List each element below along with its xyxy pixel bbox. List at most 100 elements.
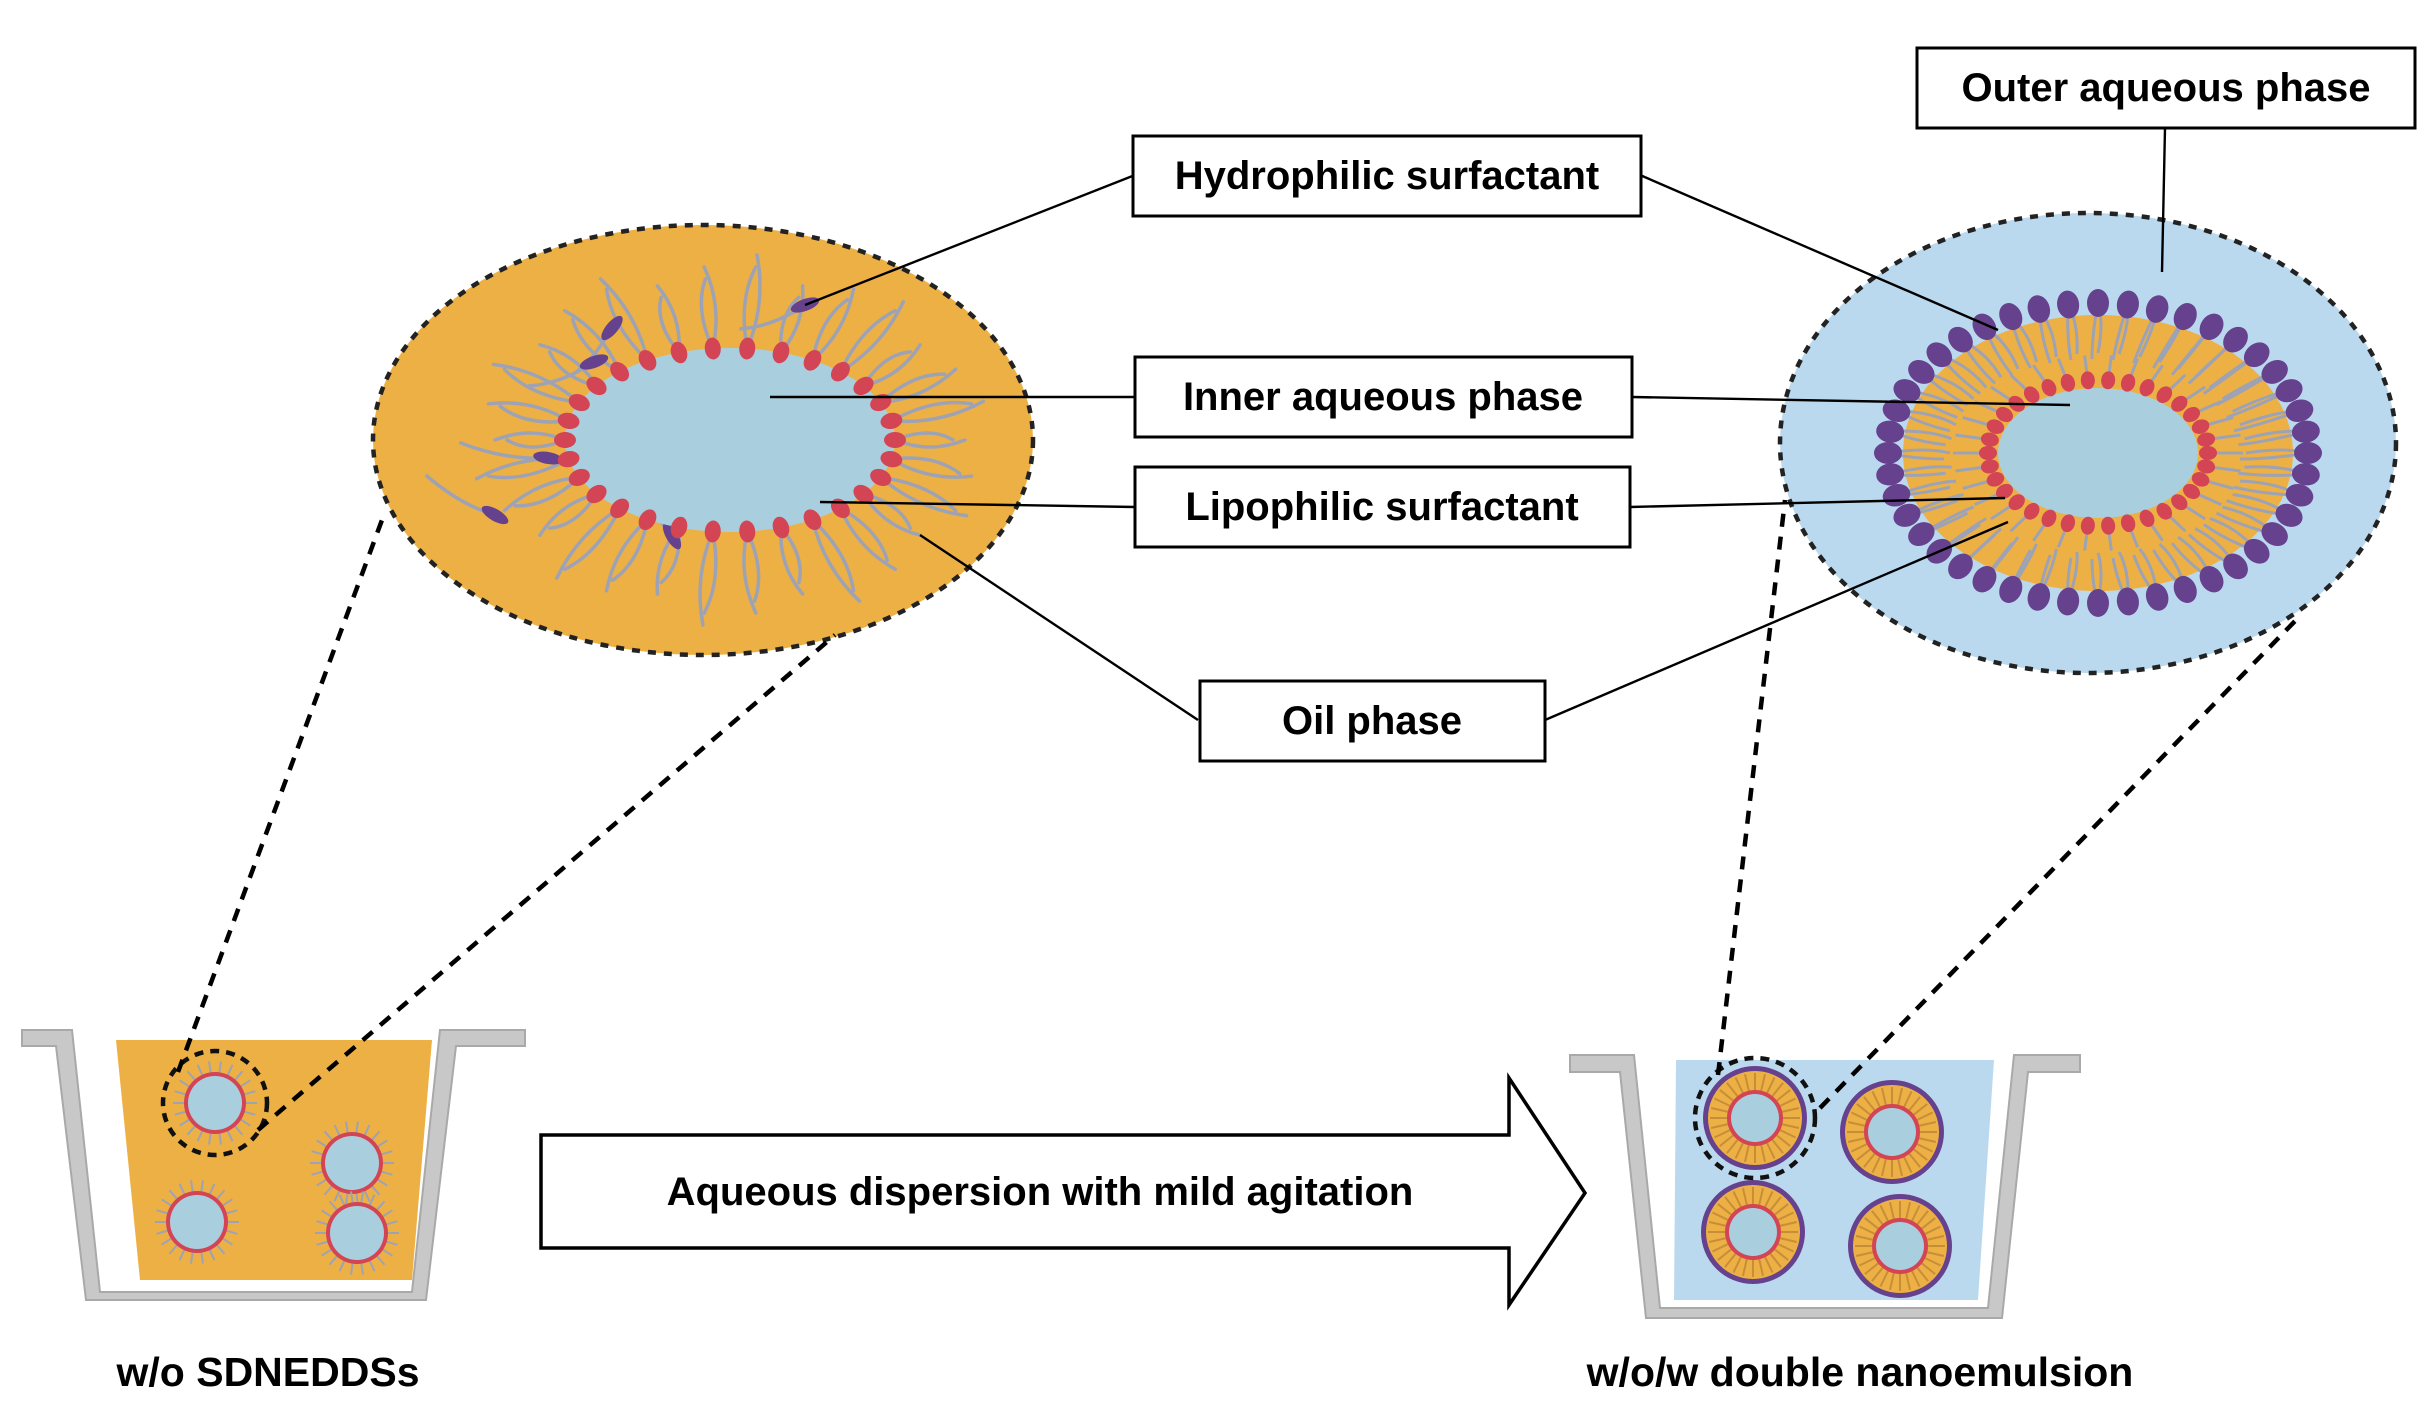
tail	[316, 1220, 329, 1226]
lipophilic-head	[772, 516, 790, 539]
lipophilic-heads	[554, 337, 906, 543]
tail	[380, 1170, 393, 1176]
lipophilic-head	[803, 349, 822, 371]
lipophilic-head	[2101, 516, 2116, 535]
tail	[174, 1110, 187, 1116]
tail	[1710, 1123, 1728, 1129]
lipophilic-head	[2120, 373, 2136, 392]
tail	[323, 1185, 334, 1196]
tail	[1847, 1137, 1865, 1143]
hydrophilic-head	[1908, 522, 1935, 547]
lipophilic-head	[830, 361, 850, 382]
tail	[208, 1183, 216, 1196]
tail	[243, 1110, 256, 1116]
right-container	[1569, 1054, 2081, 1319]
arrow-shape	[539, 1072, 1588, 1311]
tail	[1777, 1211, 1794, 1221]
tail	[1760, 1073, 1766, 1091]
wow-droplet	[1701, 1180, 1805, 1284]
hydrophilic-head	[601, 315, 623, 341]
tail	[1717, 1248, 1732, 1261]
tail	[1889, 1201, 1895, 1219]
zoom-line	[256, 633, 837, 1132]
tail	[1871, 1210, 1884, 1225]
lipophilic-head	[1979, 446, 1997, 460]
lipophilic-head	[2023, 502, 2040, 520]
tail	[218, 1061, 222, 1074]
lipophilic-head	[2183, 483, 2201, 500]
tail	[345, 1121, 349, 1134]
leader-outer-aqueous	[2160, 127, 2167, 273]
tail	[1927, 1235, 1945, 1241]
tail	[1714, 1129, 1731, 1139]
hydrophilic-head	[2145, 583, 2169, 611]
hydrophilic-head	[2027, 295, 2051, 323]
tail	[1766, 1142, 1776, 1159]
tail	[1732, 1256, 1742, 1273]
tail	[1776, 1134, 1791, 1147]
tail	[368, 1259, 376, 1272]
lipophilic-head	[1995, 406, 2013, 423]
tail	[1744, 1145, 1750, 1163]
lipophilic-head	[704, 520, 721, 543]
lipophilic-head	[880, 412, 903, 430]
tail	[1774, 1203, 1789, 1216]
hydrophilic-head	[2291, 463, 2320, 486]
tail	[1916, 1267, 1929, 1282]
tail	[355, 1121, 359, 1134]
tail	[1742, 1259, 1748, 1277]
hydrophilic-heads	[1874, 289, 2322, 617]
tail	[385, 1220, 398, 1226]
tail	[381, 1248, 393, 1257]
lipophilic-head	[2199, 446, 2217, 460]
tail	[1916, 1111, 1933, 1121]
lipophilic-head	[772, 341, 790, 364]
tail	[1913, 1148, 1928, 1161]
lipophilic-head	[638, 509, 657, 531]
lipophilic-head	[870, 468, 892, 486]
tail	[1724, 1253, 1737, 1268]
hydrophilic-head	[2057, 587, 2080, 616]
tail	[316, 1139, 328, 1148]
oil-phase-label: Oil phase	[1282, 699, 1462, 743]
tail	[1851, 1143, 1868, 1153]
wo-droplet	[173, 1061, 257, 1145]
tail	[1760, 1145, 1766, 1163]
tail	[174, 1090, 187, 1096]
tail	[350, 1191, 354, 1204]
lipophilic-head	[704, 337, 721, 360]
lipophilic-head	[2041, 509, 2057, 527]
hydrophilic-head	[2285, 483, 2314, 507]
hydrophilic-head	[1972, 313, 1997, 341]
lipophilic-head	[884, 432, 906, 448]
tail	[161, 1237, 173, 1246]
label-hydrophilic: Hydrophilic surfactant	[1131, 134, 1643, 218]
tail	[1714, 1097, 1731, 1107]
tail	[1881, 1159, 1887, 1177]
tail	[1734, 1142, 1744, 1159]
lipophilic-head	[2197, 432, 2216, 447]
tail	[186, 1070, 197, 1081]
lipophilic-head	[2060, 514, 2076, 533]
tail	[1719, 1089, 1734, 1102]
zoom-line	[175, 519, 385, 1073]
lipophilic-head	[2041, 379, 2057, 397]
leader-hydrophilic-left	[804, 173, 1136, 307]
zoom-connectors	[175, 499, 2300, 1132]
tail	[1881, 1087, 1887, 1105]
lipophilic-head	[1995, 483, 2013, 500]
tail	[196, 1129, 204, 1142]
hydrophilic-head	[1876, 463, 1905, 486]
tail	[221, 1237, 233, 1246]
tail	[243, 1090, 256, 1096]
tail	[363, 1124, 371, 1137]
tail	[178, 1183, 186, 1196]
tail	[225, 1209, 238, 1215]
tail	[311, 1170, 324, 1176]
hydrophilic-head	[2087, 589, 2109, 617]
tail	[1859, 1257, 1876, 1267]
outer-aqueous-label: Outer aqueous phase	[1962, 66, 2371, 110]
tail	[328, 1200, 339, 1211]
hydrophilic-head	[1999, 303, 2023, 331]
lipophilic-head	[557, 450, 580, 468]
